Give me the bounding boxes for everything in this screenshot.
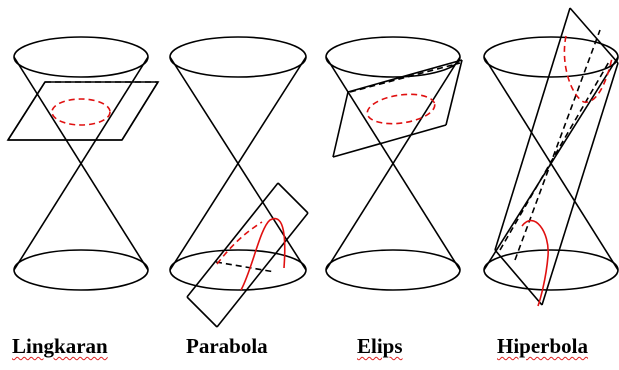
- cone-circle: [13, 36, 149, 291]
- cone-ellipse: [325, 36, 461, 291]
- plane-parabola: [186, 182, 309, 328]
- label-hyperbola: Hiperbola: [497, 334, 589, 358]
- cone-parabola: [169, 36, 307, 291]
- parabola-section: [240, 217, 286, 291]
- hyperbola-lower-section: [521, 219, 549, 307]
- label-parabola: Parabola: [186, 334, 268, 358]
- circle-section: [51, 98, 111, 126]
- plane-ellipse: [332, 59, 463, 158]
- ellipse-section: [366, 93, 436, 125]
- label-ellipse: Elips: [357, 334, 403, 358]
- hyperbola-upper-section: [563, 35, 613, 103]
- plane-hyperbola: [494, 7, 619, 306]
- plane-circle: [6, 81, 160, 141]
- label-circle: Lingkaran: [12, 334, 108, 358]
